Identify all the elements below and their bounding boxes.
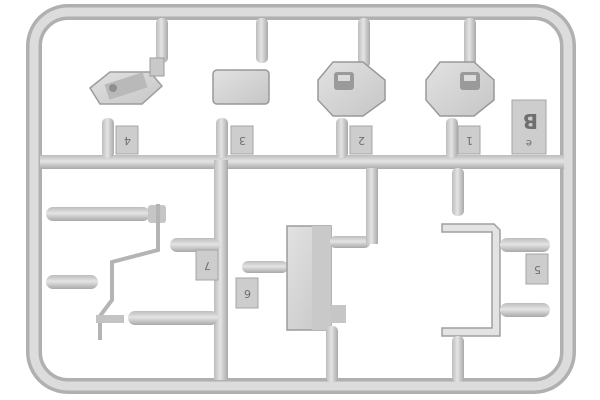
part-3 xyxy=(212,69,270,105)
tab-5 xyxy=(525,253,549,285)
part-4 xyxy=(89,57,165,105)
part-6 xyxy=(242,168,378,382)
part-1 xyxy=(425,61,495,117)
tab-6 xyxy=(235,277,259,309)
part-label-4: 4 xyxy=(124,134,131,147)
part-label-6: 6 xyxy=(244,287,251,300)
sprue-sublabel: e xyxy=(526,137,532,148)
sprue-frame xyxy=(26,4,576,394)
part-label-7: 7 xyxy=(204,259,211,272)
part-2 xyxy=(317,61,386,117)
sprue-letter: B xyxy=(523,109,538,133)
part-label-1: 1 xyxy=(466,134,473,147)
top-gates xyxy=(102,18,476,158)
tab-7 xyxy=(195,249,219,281)
number-tabs-top xyxy=(115,99,547,155)
part-label-5: 5 xyxy=(534,263,541,276)
part-rods-left xyxy=(46,204,220,340)
part-label-3: 3 xyxy=(239,134,246,147)
part-5 xyxy=(441,168,550,382)
part-label-2: 2 xyxy=(358,134,365,147)
